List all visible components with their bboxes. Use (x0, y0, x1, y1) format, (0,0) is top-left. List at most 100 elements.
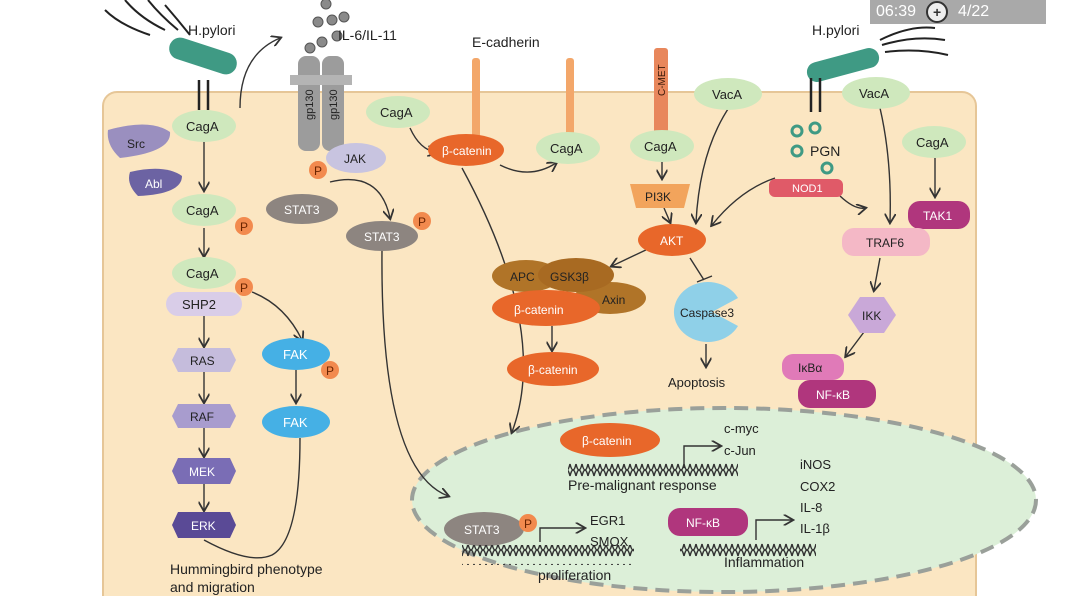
caga-met-node (630, 130, 694, 162)
arrow-nfkb-inos (755, 520, 792, 540)
nfkb-node-1 (798, 380, 876, 408)
hummingbird-label-1: Hummingbird phenotype (170, 561, 323, 577)
ikba-node (782, 354, 844, 380)
arrow-ikk-ikba (846, 331, 865, 356)
svg-text:P: P (240, 220, 248, 234)
akt-node (638, 224, 706, 256)
jak-label: JAK (344, 152, 366, 166)
nfkb-label-2: NF-κB (686, 516, 720, 530)
vaca-node-2 (842, 77, 910, 109)
vaca-label-1: VacA (712, 87, 742, 102)
apc-label: APC (510, 270, 535, 284)
inhibit-akt-caspase (689, 257, 713, 283)
akt-label: AKT (660, 234, 684, 248)
vaca-node-1 (694, 78, 762, 110)
bcatenin-node-1 (428, 134, 504, 166)
phospho-badge-jak: P (309, 161, 327, 179)
erk-label: ERK (191, 519, 216, 533)
video-time: 06:39 (876, 3, 917, 20)
inflammation-label: Inflammation (724, 554, 804, 570)
il6-molecules (304, 0, 350, 54)
hpylori-left (104, 0, 237, 110)
plus-icon[interactable]: + (926, 1, 949, 23)
caga-node-2 (172, 194, 236, 226)
egr1-label: EGR1 (590, 513, 625, 528)
smox-label: SMOX (590, 534, 629, 549)
dna-proliferation (462, 545, 634, 565)
hpylori-right (806, 26, 949, 112)
ikba-label: IκBα (798, 361, 822, 375)
inos-label: iNOS (800, 457, 831, 472)
caga-label-1: CagA (186, 119, 219, 134)
jak-node (326, 143, 386, 173)
premalignant-label: Pre-malignant response (568, 477, 717, 493)
proliferation-label: proliferation (538, 567, 611, 583)
bcatenin-label-3: β-catenin (528, 363, 578, 377)
ikk-node (848, 297, 896, 333)
axin-label: Axin (602, 293, 625, 307)
arrow-stat3-egr1 (539, 528, 584, 542)
erk-node (172, 512, 236, 538)
stat3-node-1 (266, 194, 338, 224)
arrow-vaca-akt (696, 105, 731, 222)
tak1-label: TAK1 (923, 209, 952, 223)
arrow-stat3-stat3 (329, 178, 390, 218)
nfkb-label-1: NF-κB (816, 388, 850, 402)
caga-ecad-node (536, 132, 600, 164)
caga-node-3 (172, 257, 236, 289)
il8-label: IL-8 (800, 500, 822, 515)
nod1-node (769, 179, 843, 197)
traf6-label: TRAF6 (866, 236, 904, 250)
pgn-label: PGN (810, 143, 840, 159)
video-overlay: 06:39 + 4/22 (870, 0, 1046, 24)
raf-node (172, 404, 236, 428)
stat3-node-3 (444, 512, 524, 546)
svg-text:P: P (418, 215, 426, 229)
slide-counter: 4/22 (958, 3, 990, 20)
svg-text:P: P (524, 517, 532, 531)
caga-ecad-label: CagA (550, 141, 583, 156)
phospho-badge-caga2: P (235, 217, 253, 235)
nfkb-node-2 (668, 508, 748, 536)
ras-label: RAS (190, 354, 215, 368)
svg-text:P: P (314, 164, 322, 178)
abl-label: Abl (145, 177, 162, 191)
fak-node-1 (262, 338, 330, 370)
caga-mid-node (366, 96, 430, 128)
shp2-label: SHP2 (182, 297, 216, 312)
phospho-badge-stat3b: P (413, 212, 431, 230)
gp130-label-a: gp130 (304, 89, 316, 120)
bcatenin-node-3 (507, 352, 599, 386)
hummingbird-label-2: and migration (170, 579, 255, 595)
fak-node-2 (262, 406, 330, 438)
caga-right-node (902, 126, 966, 158)
caga-node-1 (172, 110, 236, 142)
caga-met-label: CagA (644, 139, 677, 154)
caga-label-3: CagA (186, 266, 219, 281)
caspase3-label: Caspase3 (680, 306, 734, 320)
caga-right-label: CagA (916, 135, 949, 150)
arrow-caga-to-il6 (239, 38, 280, 109)
arrow-vaca-traf6 (879, 107, 890, 222)
c-met-receptor (654, 48, 668, 133)
gsk3b-label: GSK3β (550, 270, 589, 284)
arrow-nod1-akt (712, 177, 776, 225)
phospho-badge-caga3: P (235, 278, 253, 296)
svg-text:P: P (240, 281, 248, 295)
arrow-erk-hummingbird (203, 437, 301, 559)
pi3k-node (630, 184, 690, 208)
stat3-label-1: STAT3 (284, 203, 320, 217)
apoptosis-label: Apoptosis (668, 375, 726, 390)
raf-label: RAF (190, 410, 214, 424)
ikk-label: IKK (862, 309, 881, 323)
dna-inflammation (680, 540, 816, 560)
phospho-badge-fak: P (321, 361, 339, 379)
hpylori-right-label: H.pylori (812, 22, 859, 38)
bcatenin-label-1: β-catenin (442, 144, 492, 158)
svg-text:P: P (326, 364, 334, 378)
src-node (107, 124, 171, 158)
traf6-node (842, 228, 930, 256)
cjun-label: c-Jun (724, 443, 756, 458)
cmyc-label: c-myc (724, 421, 759, 436)
pgn-molecules (790, 121, 834, 175)
